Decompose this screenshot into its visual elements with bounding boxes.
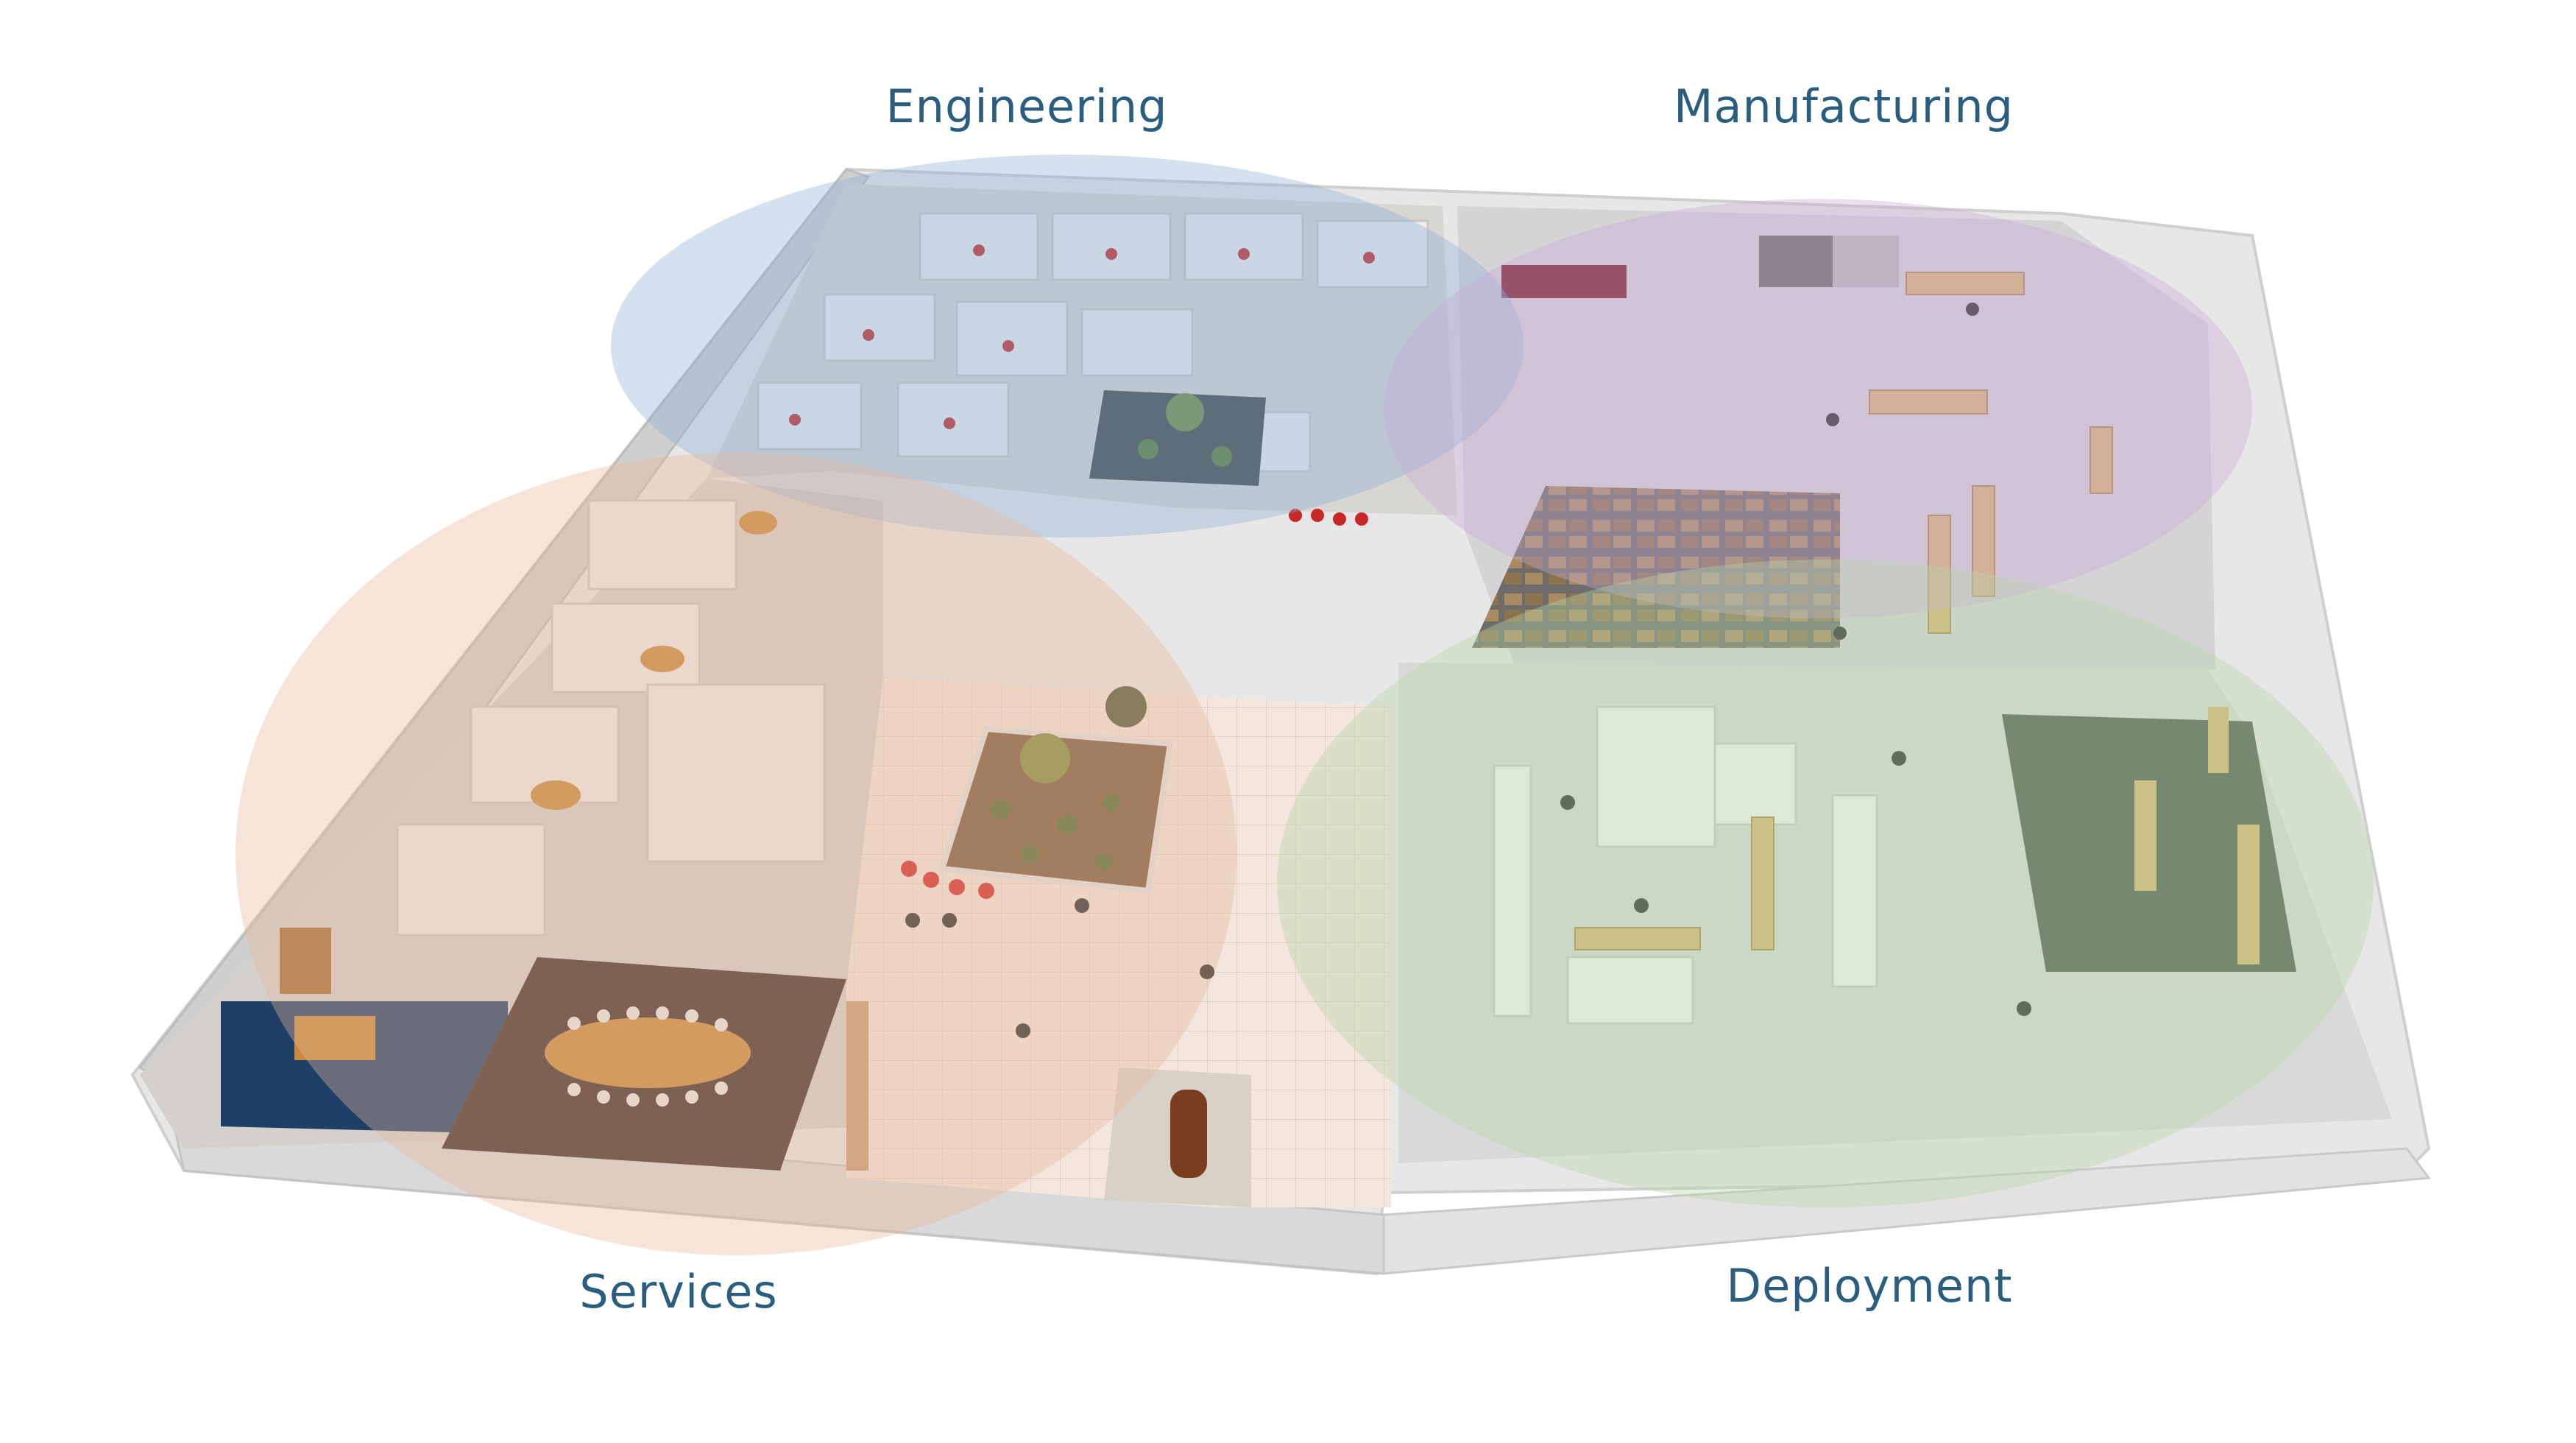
- deployment-cabinets: [1493, 705, 1878, 1025]
- person-icon: [942, 913, 957, 928]
- person-icon: [1560, 795, 1575, 810]
- manufacturing-people: [1826, 303, 1979, 640]
- manufacturing-workbenches: [1869, 272, 2113, 634]
- person-icon: [1634, 898, 1649, 913]
- zone-ellipse-deployment: [1277, 560, 2374, 1207]
- boardroom-chairs: [567, 1006, 728, 1107]
- plant-icon: [1211, 446, 1232, 467]
- planter-shrubs: [991, 794, 1120, 870]
- zone-label-engineering: Engineering: [885, 80, 1168, 133]
- person-icon: [1826, 413, 1839, 426]
- deployment-people: [1560, 751, 2031, 1016]
- person-icon: [1016, 1023, 1030, 1038]
- zone-label-manufacturing: Manufacturing: [1674, 80, 2014, 133]
- atrium-people: [905, 898, 1214, 1038]
- zone-label-deployment: Deployment: [1726, 1259, 2013, 1313]
- person-icon: [2017, 1001, 2031, 1016]
- reception-desk: [294, 1016, 375, 1060]
- manufacturing-area: [1457, 206, 2215, 670]
- services-area: [140, 479, 883, 1171]
- tree-icon: [1166, 393, 1204, 431]
- shelving-icon: [1833, 236, 1899, 287]
- atrium: [846, 677, 1391, 1207]
- plant-icon: [1138, 439, 1158, 459]
- conference-table-icon: [545, 1017, 751, 1088]
- cafe-stools: [901, 861, 994, 899]
- engineering-area: [707, 184, 1457, 526]
- atrium-bench: [846, 1001, 868, 1171]
- zone-overlays: [236, 155, 2374, 1255]
- person-icon: [1200, 964, 1214, 979]
- services-offices: [396, 499, 826, 936]
- zone-ellipse-engineering: [611, 155, 1524, 537]
- atrium-planter: [938, 725, 1174, 895]
- storage-racks: [1472, 486, 1840, 648]
- west-windows: [221, 694, 243, 749]
- tree-icon: [1020, 733, 1070, 783]
- conference-table-icon: [1170, 1090, 1207, 1178]
- engineering-chairs: [789, 244, 1375, 526]
- zone-label-services: Services: [579, 1265, 778, 1319]
- lab-benches: [2134, 707, 2260, 964]
- east-facade: [1382, 1147, 2431, 1275]
- zone-ellipse-services: [236, 453, 1236, 1255]
- zone-ellipse-manufacturing: [1384, 199, 2252, 618]
- red-machinery: [1501, 265, 1627, 298]
- person-icon: [1833, 627, 1847, 640]
- deployment-area: [1398, 663, 2392, 1163]
- person-icon: [1892, 751, 1906, 766]
- person-icon: [1075, 898, 1089, 913]
- engineering-cubicles: [757, 212, 1429, 473]
- person-icon: [1966, 303, 1979, 316]
- cabinet: [280, 928, 331, 994]
- tree-icon: [1105, 686, 1147, 727]
- person-icon: [905, 913, 920, 928]
- reception-carpet: [221, 1001, 508, 1134]
